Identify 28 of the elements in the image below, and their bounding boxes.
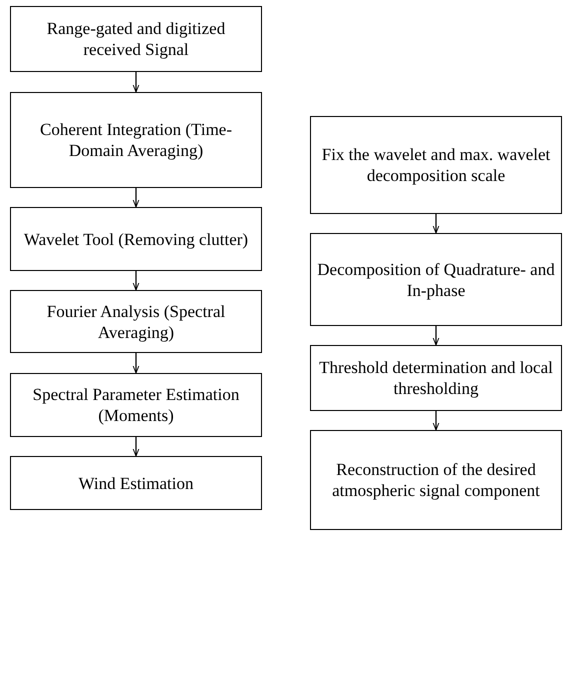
process-box bbox=[310, 345, 562, 411]
arrow bbox=[432, 214, 440, 234]
box-label: Decomposition of Quadrature- and In-phase bbox=[317, 258, 555, 300]
arrow bbox=[132, 353, 140, 374]
process-box bbox=[10, 6, 262, 72]
box-label: Wavelet Tool (Removing clutter) bbox=[24, 228, 248, 250]
process-box bbox=[10, 92, 262, 188]
arrow bbox=[432, 411, 440, 430]
process-box bbox=[310, 116, 562, 214]
box-label: Fix the wavelet and max. wavelet decomposition scale bbox=[320, 144, 552, 186]
box-label: Coherent Integration (Time-Domain Averaging) bbox=[39, 119, 233, 161]
arrow bbox=[132, 271, 140, 290]
box-label: Wind Estimation bbox=[78, 472, 194, 494]
process-box bbox=[10, 207, 262, 271]
box-label: Reconstruction of the desired atmospheric signal component bbox=[331, 459, 541, 501]
process-box bbox=[10, 373, 262, 437]
arrow bbox=[432, 326, 440, 346]
box-label: Fourier Analysis (Spectral Averaging) bbox=[46, 300, 226, 342]
box-label: Threshold determination and local thresholding bbox=[318, 357, 554, 399]
box-label: Range-gated and digitized received Signal bbox=[46, 18, 226, 60]
arrow bbox=[132, 72, 140, 92]
process-box bbox=[10, 456, 262, 510]
process-box bbox=[10, 290, 262, 353]
process-box bbox=[310, 233, 562, 326]
arrow bbox=[132, 437, 140, 456]
arrow bbox=[132, 188, 140, 208]
box-label: Spectral Parameter Estimation (Moments) bbox=[32, 384, 240, 426]
process-box bbox=[310, 430, 562, 530]
